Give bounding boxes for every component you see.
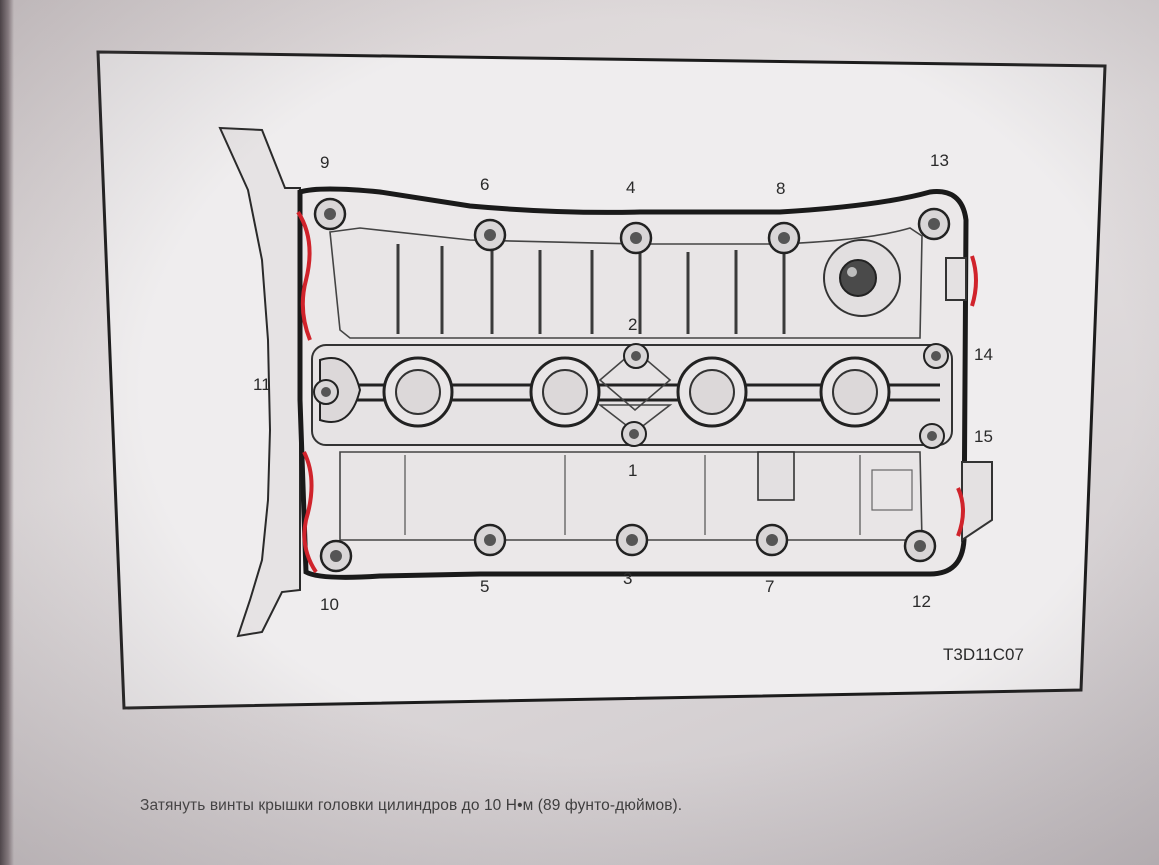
bolt-label-14: 14 (974, 345, 993, 364)
figure-id: T3D11C07 (943, 645, 1024, 664)
bolt-8 (767, 221, 801, 255)
bolt-label-13: 13 (930, 151, 949, 170)
bolt-label-9: 9 (320, 153, 329, 172)
bolt-label-3: 3 (623, 569, 632, 588)
bolt-14 (923, 343, 949, 369)
bolt-label-11: 11 (253, 375, 271, 394)
oil-filler-cap (823, 239, 901, 317)
photo-left-edge (0, 0, 14, 865)
bolt-label-1: 1 (628, 461, 637, 480)
bolt-10 (319, 539, 353, 573)
bolt-label-8: 8 (776, 179, 785, 198)
upper-ribs (396, 244, 786, 334)
bolt-3 (615, 523, 649, 557)
bolt-12 (903, 529, 937, 563)
lower-ribs (404, 455, 861, 535)
bolt-7 (755, 523, 789, 557)
bolt-label-10: 10 (320, 595, 339, 614)
cover-bolts (313, 197, 951, 573)
bolt-4 (619, 221, 653, 255)
bolt-label-4: 4 (626, 178, 635, 197)
bolt-label-7: 7 (765, 577, 774, 596)
bolt-5 (473, 523, 507, 557)
bolt-label-6: 6 (480, 175, 489, 194)
bolt-11 (313, 379, 339, 405)
bolt-1 (621, 421, 647, 447)
bolt-label-15: 15 (974, 427, 993, 446)
upper-chamber (329, 227, 923, 339)
caption-text: Затянуть винты крышки головки цилиндров … (140, 797, 683, 814)
cover-flange (218, 126, 301, 638)
gasket-highlight-marks (296, 210, 978, 574)
bolt-2 (623, 343, 649, 369)
bolt-9 (313, 197, 347, 231)
bolt-6 (473, 218, 507, 252)
bolt-13 (917, 207, 951, 241)
bolt-label-2: 2 (628, 315, 637, 334)
spark-plug-wells (382, 356, 891, 428)
bolt-number-labels: 1 2 3 4 5 6 7 8 9 10 11 12 13 14 15 (253, 151, 993, 614)
bolt-label-12: 12 (912, 592, 931, 611)
bolt-label-5: 5 (480, 577, 489, 596)
bolt-15 (919, 423, 945, 449)
